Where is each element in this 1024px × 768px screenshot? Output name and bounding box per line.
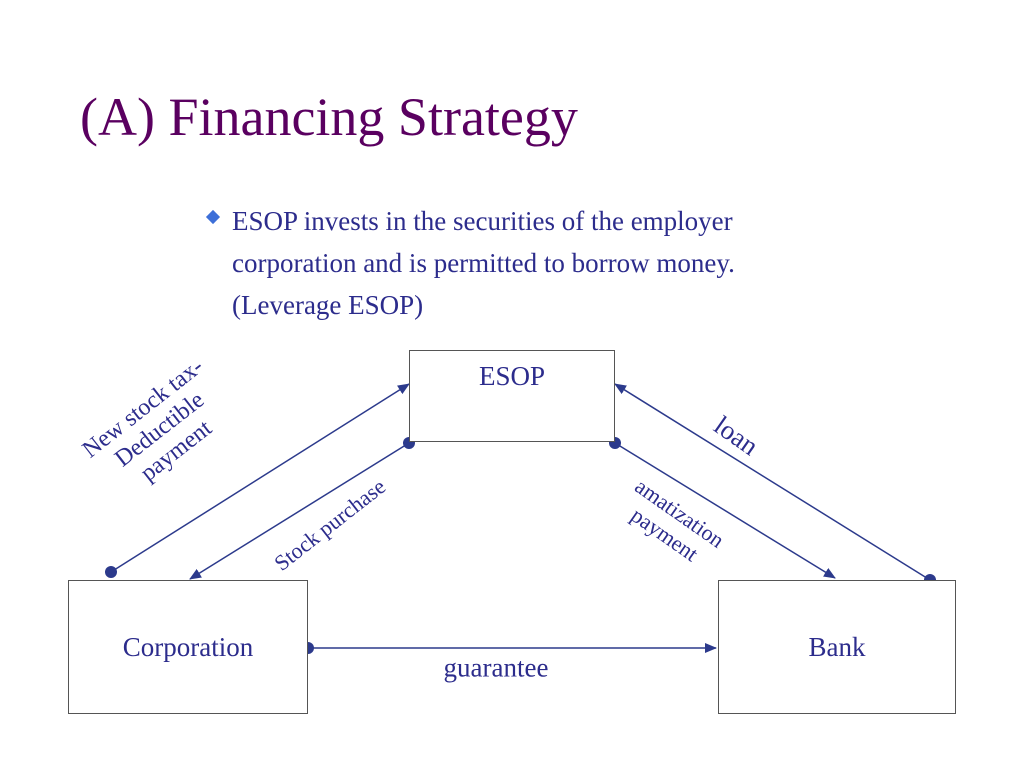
amatization-arrow (614, 442, 836, 579)
corporation-node: Corporation (68, 580, 308, 714)
loan-arrow (614, 383, 931, 581)
esop-node: ESOP (409, 350, 615, 442)
new-stock-arrow-start-dot (105, 566, 117, 578)
esop-node-label: ESOP (478, 361, 546, 391)
bank-node: Bank (718, 580, 956, 714)
corporation-node-label: Corporation (122, 631, 254, 662)
bank-node-label: Bank (808, 631, 866, 662)
new-stock-arrow (110, 383, 410, 573)
bullet-text: ESOP invests in the securities of the em… (232, 206, 735, 320)
bullet-item: ESOP invests in the securities of the em… (205, 200, 908, 326)
guarantee-label: guarantee (443, 652, 549, 683)
stock-purchase-arrow (189, 442, 410, 580)
slide-title: (A) Financing Strategy (80, 87, 578, 147)
